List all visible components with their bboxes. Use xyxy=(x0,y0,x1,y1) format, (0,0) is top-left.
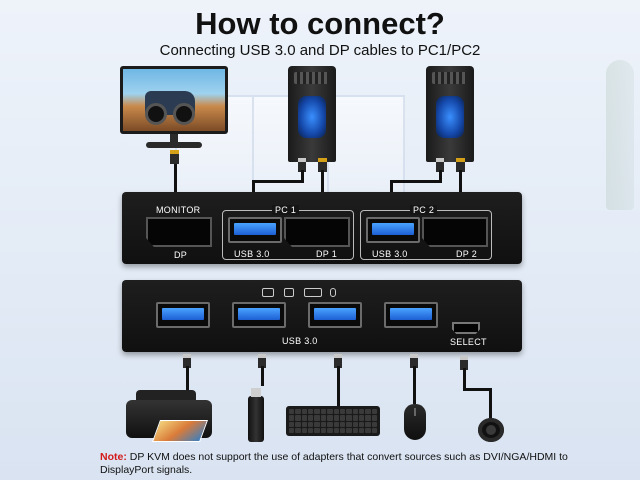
pc-tower-icon xyxy=(288,66,336,162)
keyboard-mini-icon xyxy=(304,288,322,297)
pc2-dp-port[interactable] xyxy=(422,217,488,247)
monitor-dp-port[interactable] xyxy=(146,217,212,247)
printer-cable xyxy=(186,366,189,390)
monitor-cable xyxy=(174,160,177,194)
select-plug xyxy=(460,356,468,370)
pc2-usb-plug xyxy=(436,158,444,172)
monitor-dp-plug xyxy=(170,150,179,164)
background-plant xyxy=(606,60,634,210)
usb-port-3[interactable] xyxy=(308,302,362,328)
keyboard-icon xyxy=(286,406,380,436)
keyboard-usb-plug xyxy=(334,354,342,368)
pc2-label: PC 2 xyxy=(410,205,438,215)
pc2-usb-port[interactable] xyxy=(366,217,420,243)
pc1-usb-cable xyxy=(301,170,304,182)
pc2-dp-label: DP 2 xyxy=(456,249,478,259)
note-text: Note: DP KVM does not support the use of… xyxy=(100,451,580,477)
usb-drive-icon xyxy=(248,388,264,442)
monitor-label: MONITOR xyxy=(156,205,201,215)
mouse-cable xyxy=(413,366,416,404)
printer-usb-plug xyxy=(183,354,191,368)
pc2-usb-cable-h xyxy=(390,180,442,183)
pc1-dp-port[interactable] xyxy=(284,217,350,247)
pc1-usb-port[interactable] xyxy=(228,217,282,243)
monitor-icon xyxy=(120,66,228,158)
kvm-back-panel: USB 3.0 SELECT xyxy=(122,280,522,352)
mouse-mini-icon xyxy=(262,288,274,297)
printer-mini-icon xyxy=(284,288,294,297)
pc2-usb-cable-v xyxy=(390,180,393,194)
pc1-usb-cable-v xyxy=(252,180,255,194)
pc1-label: PC 1 xyxy=(272,205,300,215)
pc2-usb-label: USB 3.0 xyxy=(372,249,408,259)
pc2-dp-cable xyxy=(459,170,462,194)
pc1-dp-plug xyxy=(318,158,327,172)
note-body: DP KVM does not support the use of adapt… xyxy=(100,451,568,476)
select-port[interactable] xyxy=(452,322,480,334)
pc-tower-icon xyxy=(426,66,474,162)
select-cable xyxy=(463,368,466,390)
usb-port-1[interactable] xyxy=(156,302,210,328)
udisk-usb-plug xyxy=(258,354,266,368)
pc1-dp-label: DP 1 xyxy=(316,249,338,259)
kvm-front-panel: MONITOR DP PC 1 USB 3.0 DP 1 PC 2 USB 3.… xyxy=(122,192,522,264)
pc1-usb-label: USB 3.0 xyxy=(234,249,270,259)
pc2-dp-plug xyxy=(456,158,465,172)
keyboard-cable xyxy=(337,366,340,406)
usb-port-4[interactable] xyxy=(384,302,438,328)
page-title: How to connect? xyxy=(195,6,445,41)
pc1-usb-cable-h xyxy=(252,180,304,183)
udisk-cable xyxy=(261,366,264,386)
select-cable-v xyxy=(489,388,492,418)
back-usb-label: USB 3.0 xyxy=(282,336,318,346)
mouse-small-icon xyxy=(330,288,336,297)
monitor-port-label: DP xyxy=(174,250,188,260)
select-cable-h xyxy=(463,388,491,391)
pc1-dp-cable xyxy=(321,170,324,194)
pc1-usb-plug xyxy=(298,158,306,172)
select-label: SELECT xyxy=(450,337,487,347)
usb-port-2[interactable] xyxy=(232,302,286,328)
printer-icon xyxy=(126,390,212,442)
page-subtitle: Connecting USB 3.0 and DP cables to PC1/… xyxy=(159,42,481,59)
mouse-usb-plug xyxy=(410,354,418,368)
switch-button-icon xyxy=(478,418,504,442)
note-prefix: Note: xyxy=(100,451,127,463)
mouse-icon xyxy=(404,404,426,440)
pc2-usb-cable xyxy=(439,170,442,182)
